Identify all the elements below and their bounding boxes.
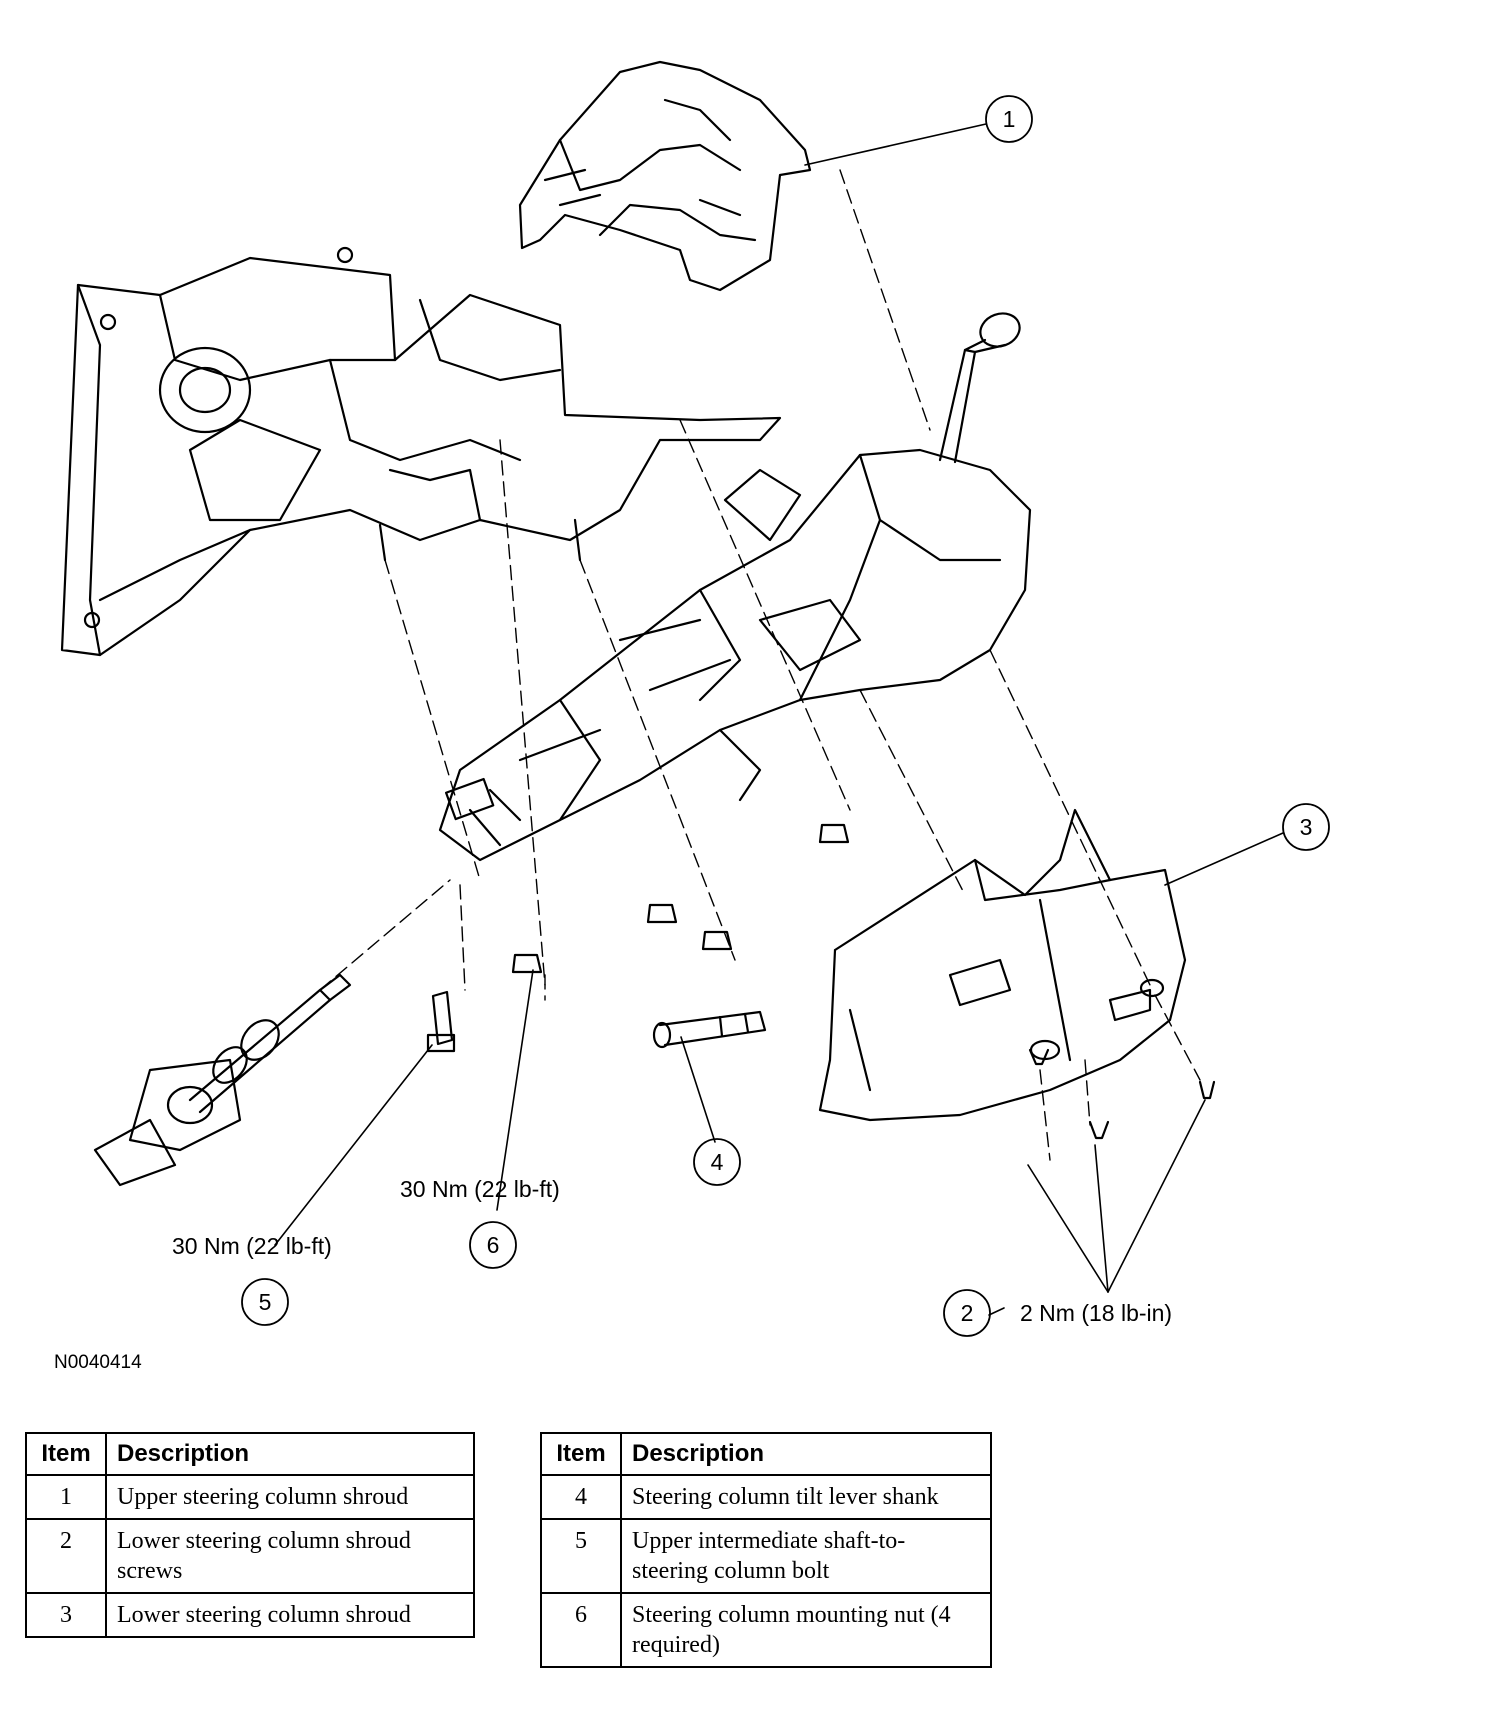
- tilt-lever-part: [652, 1010, 767, 1049]
- callout-4-number: 4: [711, 1149, 724, 1175]
- legend-item-number: 6: [540, 1592, 622, 1668]
- table-row: 2 Lower steering column shroud screws: [25, 1518, 475, 1594]
- callout-2-torque: 2 Nm (18 lb-in): [1020, 1300, 1172, 1326]
- fasteners: [426, 823, 1216, 1140]
- legend-item-description: Steering column mounting nut (4 required…: [620, 1592, 992, 1668]
- leader-lines: [274, 123, 1284, 1316]
- lower-shroud-part: [818, 808, 1187, 1122]
- upper-shroud-part: [518, 60, 812, 292]
- legend-item-number: 2: [25, 1518, 107, 1594]
- callout-2-number: 2: [961, 1300, 974, 1326]
- legend-table-right: Item Description 4 Steering column tilt …: [540, 1432, 992, 1668]
- legend-item-number: 3: [25, 1592, 107, 1638]
- legend-item-description: Upper steering column shroud: [105, 1474, 475, 1520]
- legend-item-number: 1: [25, 1474, 107, 1520]
- intermediate-shaft-part: [93, 973, 352, 1187]
- multifunction-lever-part: [938, 312, 1021, 464]
- table-row: 1 Upper steering column shroud: [25, 1474, 475, 1520]
- legend-header-row: Item Description: [540, 1432, 992, 1476]
- legend-header-item: Item: [540, 1432, 622, 1476]
- legend-item-description: Upper intermediate shaft-to-steering col…: [620, 1518, 992, 1594]
- legend-item-number: 5: [540, 1518, 622, 1594]
- table-row: 3 Lower steering column shroud: [25, 1592, 475, 1638]
- callout-6-torque: 30 Nm (22 lb-ft): [400, 1176, 560, 1202]
- legend-header-item: Item: [25, 1432, 107, 1476]
- callout-5-number: 5: [259, 1289, 272, 1315]
- legend-table-left: Item Description 1 Upper steering column…: [25, 1432, 475, 1638]
- callout-6-number: 6: [487, 1232, 500, 1258]
- legend-item-description: Lower steering column shroud screws: [105, 1518, 475, 1594]
- steering-column-part: [438, 448, 1032, 862]
- callout-1-number: 1: [1003, 106, 1016, 132]
- callout-5-torque: 30 Nm (22 lb-ft): [172, 1233, 332, 1259]
- callout-circles: [241, 95, 1330, 1337]
- alignment-lines: [319, 169, 1201, 1161]
- legend-header-row: Item Description: [25, 1432, 475, 1476]
- table-row: 6 Steering column mounting nut (4 requir…: [540, 1592, 992, 1668]
- legend-item-number: 4: [540, 1474, 622, 1520]
- support-bracket-part: [60, 246, 782, 657]
- legend-item-description: Steering column tilt lever shank: [620, 1474, 992, 1520]
- callout-3-number: 3: [1300, 814, 1313, 840]
- legend-item-description: Lower steering column shroud: [105, 1592, 475, 1638]
- table-row: 4 Steering column tilt lever shank: [540, 1474, 992, 1520]
- legend-header-description: Description: [105, 1432, 475, 1476]
- legend-header-description: Description: [620, 1432, 992, 1476]
- table-row: 5 Upper intermediate shaft-to-steering c…: [540, 1518, 992, 1594]
- reference-code: N0040414: [54, 1352, 142, 1373]
